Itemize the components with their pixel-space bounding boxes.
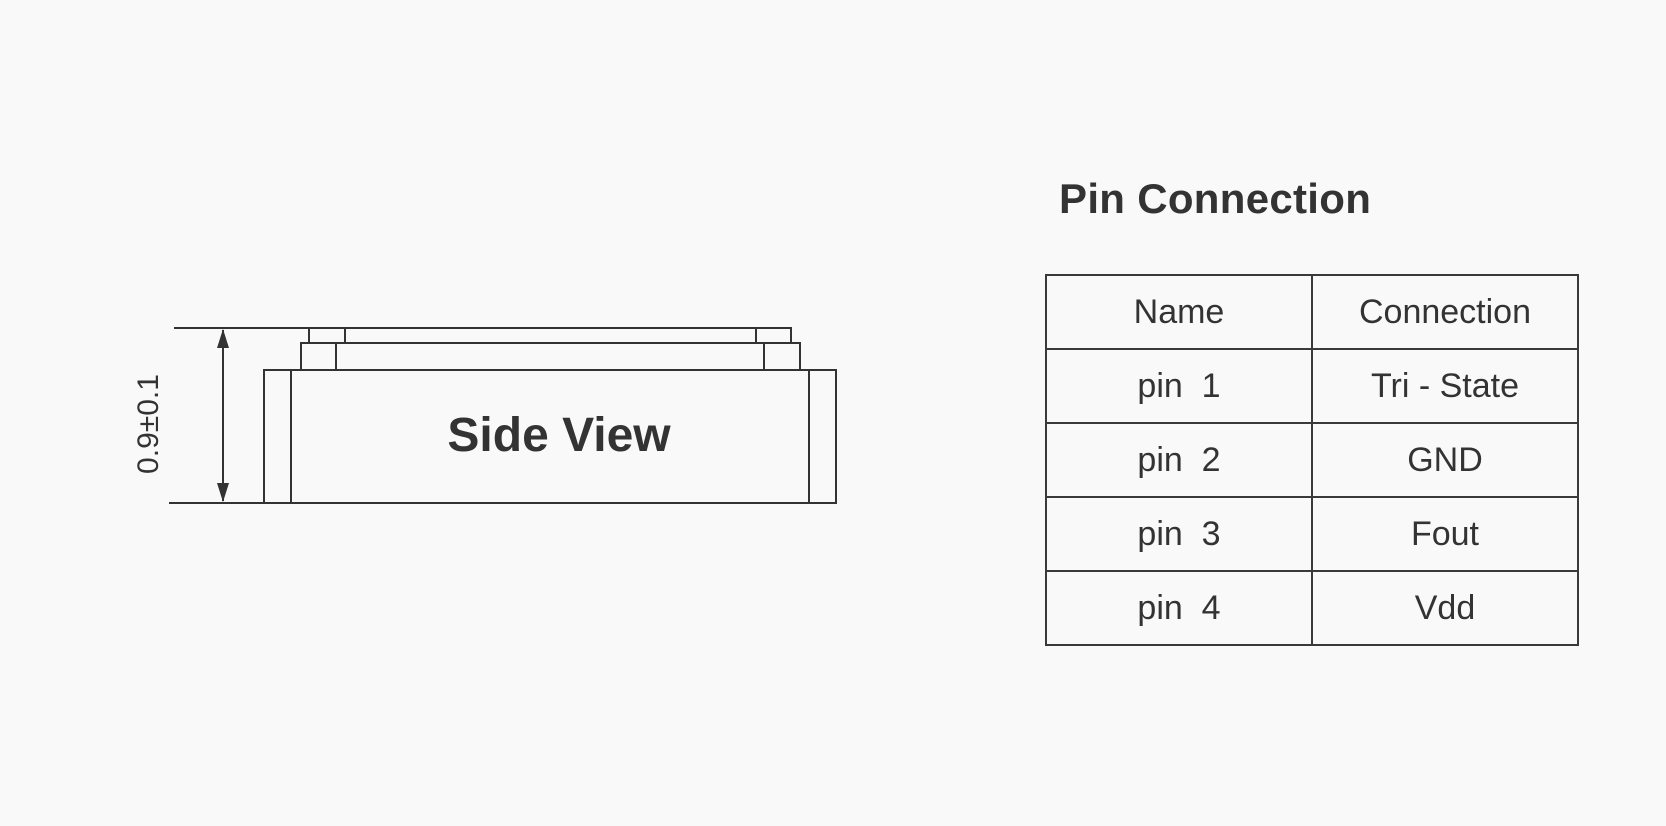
dimension-label: 0.9±0.1 [132, 374, 165, 474]
pin-name-cell: pin 4 [1045, 570, 1313, 646]
header-connection: Connection [1311, 274, 1579, 350]
side-view-label: Side View [447, 409, 671, 462]
side-view-diagram: 0.9±0.1 Side View [132, 327, 837, 504]
table-header-row: Name Connection [1045, 274, 1579, 350]
lid-layer [308, 327, 792, 344]
dimension-arrow-top [217, 329, 229, 348]
pin-connection-cell: Tri - State [1311, 348, 1579, 424]
pin-name-cell: pin 3 [1045, 496, 1313, 572]
base-body [263, 369, 837, 504]
pin-connection-cell: Fout [1311, 496, 1579, 572]
pin-connection-cell: GND [1311, 422, 1579, 498]
dimension-arrow-bottom [217, 483, 229, 502]
table-row: pin 2 GND [1045, 422, 1579, 498]
table-row: pin 3 Fout [1045, 496, 1579, 572]
table-row: pin 1 Tri - State [1045, 348, 1579, 424]
header-name: Name [1045, 274, 1313, 350]
pin-name-cell: pin 2 [1045, 422, 1313, 498]
pin-connection-cell: Vdd [1311, 570, 1579, 646]
pin-connection-table: Name Connection pin 1 Tri - State pin 2 … [1045, 274, 1579, 646]
table-row: pin 4 Vdd [1045, 570, 1579, 646]
pin-connection-title: Pin Connection [1059, 175, 1372, 222]
seal-ring-layer [300, 342, 801, 371]
pin-name-cell: pin 1 [1045, 348, 1313, 424]
